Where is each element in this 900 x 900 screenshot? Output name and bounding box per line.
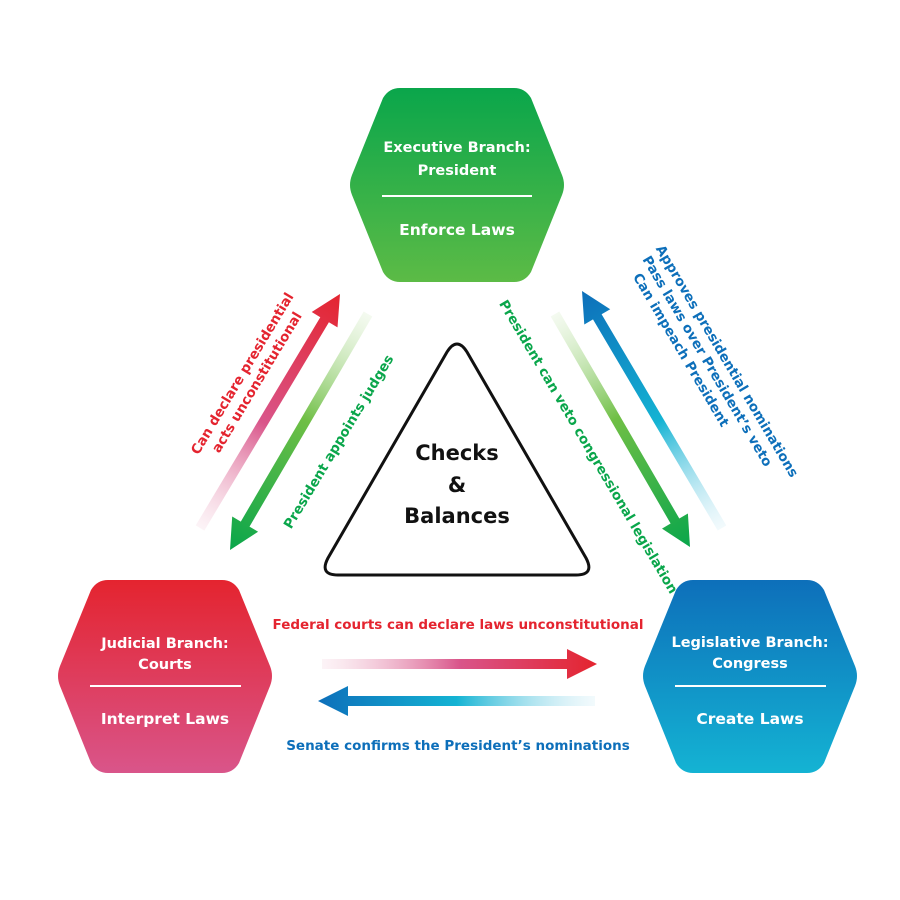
- arrow-executive-to-judicial: [230, 311, 373, 550]
- center-triangle: [323, 342, 591, 577]
- arrow-judicial-to-legislative: [322, 649, 597, 679]
- legislative-role: Create Laws: [696, 710, 803, 728]
- executive-hexagon: [350, 88, 564, 282]
- arrow-judicial-to-executive: [195, 294, 340, 531]
- judicial-hexagon: [58, 580, 272, 773]
- center-title-line-3: Balances: [404, 504, 510, 528]
- label-legislative-to-judicial: Senate confirms the President’s nominati…: [286, 738, 630, 754]
- arrow-executive-to-legislative: [550, 311, 690, 547]
- executive-branch-node: Executive Branch: President Enforce Laws: [350, 88, 564, 282]
- label-legislative-to-executive: Approves presidential nominations Pass l…: [629, 242, 801, 480]
- legislative-hexagon: [643, 580, 857, 773]
- judicial-role: Interpret Laws: [101, 710, 229, 728]
- center-triangle-node: Checks & Balances: [323, 342, 591, 577]
- executive-title-line-1: Executive Branch:: [383, 140, 530, 156]
- arrow-legislative-to-executive: [582, 291, 727, 531]
- judicial-title-line-1: Judicial Branch:: [100, 636, 228, 652]
- legislative-title-line-1: Legislative Branch:: [671, 635, 828, 651]
- executive-title-line-2: President: [418, 163, 497, 179]
- legislative-title-line-2: Congress: [712, 656, 788, 672]
- legislative-branch-node: Legislative Branch: Congress Create Laws: [643, 580, 857, 773]
- label-legislative-to-executive-line-2: Pass laws over President’s veto: [639, 253, 775, 469]
- judicial-title-line-2: Courts: [138, 657, 192, 673]
- judicial-branch-node: Judicial Branch: Courts Interpret Laws: [58, 580, 272, 773]
- arrow-legislative-to-judicial: [318, 686, 595, 716]
- executive-role: Enforce Laws: [399, 221, 515, 239]
- label-judicial-to-legislative: Federal courts can declare laws unconsti…: [273, 617, 644, 633]
- center-title-line-2: &: [448, 473, 466, 497]
- center-title-line-1: Checks: [415, 441, 499, 465]
- label-judicial-to-executive-line-1: Can declare presidential: [188, 290, 297, 457]
- arrows: [195, 291, 727, 716]
